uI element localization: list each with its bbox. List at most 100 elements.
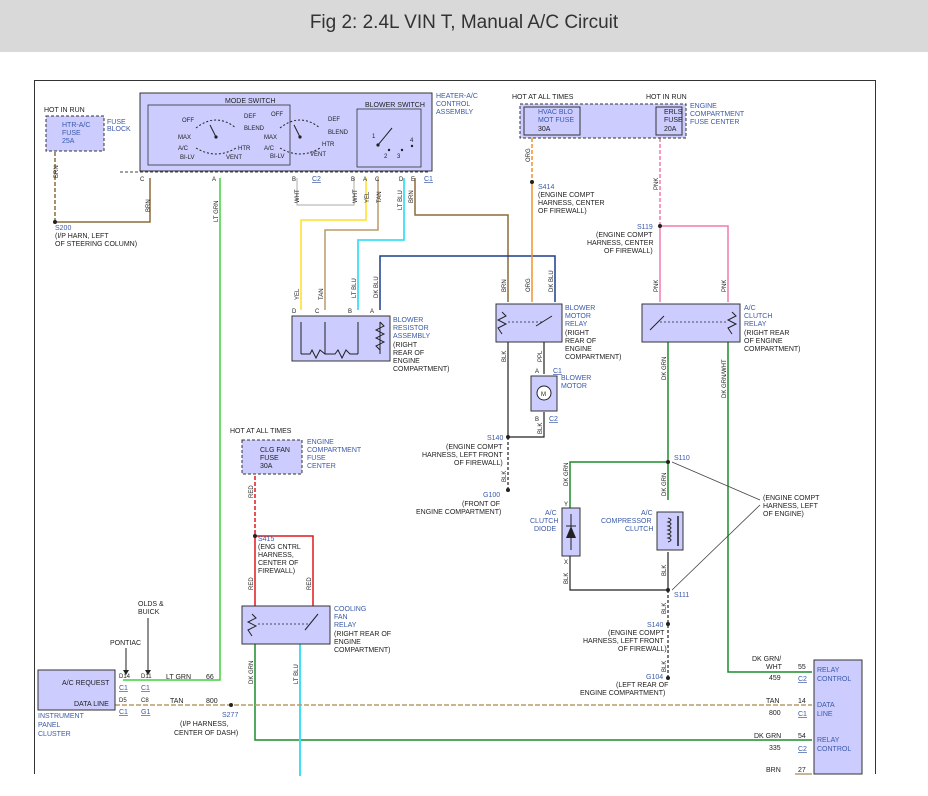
pcm-relay2-2: CONTROL [817,746,851,753]
wl-blk-1: BLK [502,351,508,362]
pcm-connector: RELAY CONTROL DATA LINE RELAY CONTROL DK… [752,656,863,775]
wire-labels: BRN BRN LT GRN WHT WHT YEL TAN LT BLU BR… [54,148,728,684]
wl-blk-3: BLK [502,471,508,482]
ipc-pin-d14: D14 [119,674,131,680]
br-pin-d: D [292,309,297,315]
br-label-1: BLOWER [393,317,423,324]
wl-red-2: RED [249,577,255,590]
mode-left-ac: A/C [178,146,189,152]
ac-clutch-relay: A/C CLUTCH RELAY (RIGHT REAR OF ENGINE C… [641,303,801,353]
wl-pnk-1: PNK [654,178,660,190]
s119-label: S119 [637,224,653,231]
s200-desc-1: (I/P HARN, LEFT [55,233,109,240]
wl-dkgrnwht: DK GRN/WHT [722,359,728,398]
wl-ltblu-1: LT BLU [398,190,404,210]
hot-in-run-label: HOT IN RUN [44,107,85,114]
clg-center-1: ENGINE [307,439,334,446]
wl-brn-3: BRN [409,190,415,203]
motor-label-2: MOTOR [561,383,587,390]
br-pin-c: C [315,309,320,315]
heater-pin-e: E [411,177,415,183]
br-label-3: ASSEMBLY [393,333,431,340]
pcm-r3-circuit: 335 [769,745,781,752]
fuse-block-label-2: BLOCK [107,126,131,133]
hot-run-label-2: HOT IN RUN [646,94,687,101]
eng-fuse-center-2: COMPARTMENT [690,111,745,118]
heater-pin-a: A [212,177,216,183]
heater-pin-b: B [292,177,296,183]
blower-pin-4: 4 [410,138,414,144]
pcm-r4-wire: BRN [766,767,781,774]
wl-ltgrn: LT GRN [214,201,220,222]
heater-pin-a2: A [363,177,367,183]
ipc-data-line: DATA LINE [74,701,109,708]
cfr-label-2: FAN [334,614,348,621]
motor-pin-a: A [535,369,539,375]
wl-dkblu-2: DK BLU [549,270,555,292]
page-header: Fig 2: 2.4L VIN T, Manual A/C Circuit [0,0,928,52]
ipc-name-2: PANEL [38,722,61,729]
comp-label-2: COMPRESSOR [601,518,652,525]
erls-fuse-2: FUSE [664,117,683,124]
br-label-5: REAR OF [393,350,424,357]
heater-ac-control-assembly: MODE SWITCH BLOWER SWITCH HEATER-A/C CON… [139,92,478,183]
pcm-data-1: DATA [817,702,835,709]
s277-desc-1: (I/P HARNESS, [180,721,229,728]
ipc-name-3: CLUSTER [38,731,71,738]
mode-left-off: OFF [182,118,194,124]
pcm-r3-pin: 54 [798,733,806,740]
mode-right-def: DEF [328,117,340,123]
mode-right-blend: BLEND [328,130,349,136]
comp-label-3: CLUTCH [625,526,653,533]
hvac-fuse-3: 30A [538,126,551,133]
bmr-label-1: BLOWER [565,305,595,312]
fuse-block-label-1: FUSE [107,119,126,126]
s140a-label: S140 [487,435,503,442]
pcm-r2-pin: 14 [798,698,806,705]
br-label-2: RESISTOR [393,325,429,332]
motor-conn-c2: C2 [549,416,558,423]
wl-blk-4: BLK [564,573,570,584]
cfr-label-6: COMPARTMENT) [334,647,391,654]
mode-right-vent: VENT [310,152,326,158]
pontiac-label: PONTIAC [110,640,141,647]
hvac-fuse-2: MOT FUSE [538,117,574,124]
mode-left-vent: VENT [226,155,242,161]
heater-pin-d: D [399,177,404,183]
bmr-label-2: MOTOR [565,313,591,320]
wl-dkblu-1: DK BLU [374,276,380,298]
wl-ppl: PPL [538,350,544,362]
heater-assembly-label-2: CONTROL [436,101,470,108]
heater-conn-c1: C1 [424,176,433,183]
wire-ltgrn [123,178,221,681]
pcm-data-2: LINE [817,711,833,718]
wl-org-2: ORG [526,278,532,292]
s277-label: S277 [222,712,238,719]
blower-resistor-assembly: D C B A BLOWER RESISTOR ASSEMBLY (RIGHT … [291,309,450,373]
wire-dkblu [379,255,556,310]
wl-pnk-2: PNK [654,280,660,292]
wl-wht-2: WHT [353,189,359,203]
pcm-relay-1: RELAY [817,667,840,674]
mode-left-blend: BLEND [244,126,265,132]
wire-blk-s111 [569,552,669,591]
ipc-circuit-66: 66 [206,674,214,681]
ipc-circuit-800: 800 [206,698,218,705]
wl-red-3: RED [307,577,313,590]
erls-fuse-3: 20A [664,126,677,133]
ipc-pin-d5: D5 [119,698,127,704]
wire-brn-s200 [55,178,151,223]
splices-lower-right: S110 S111 (ENGINE COMPT HARNESS, LEFT OF… [580,455,820,697]
clg-fuse-2: FUSE [260,455,279,462]
pcm-r1-wire-2: WHT [766,664,783,671]
mode-right-bilv: BI-LV [270,154,285,160]
wl-ltblu-2: LT BLU [352,278,358,298]
g104-desc-1: (LEFT REAR OF [616,682,668,689]
wire-dkgrnwht [727,342,812,673]
wire-yel [300,178,367,310]
wl-tan-1: TAN [377,191,383,203]
wl-dkgrn-2: DK GRN [564,463,570,486]
diode-label-1: A/C [545,510,557,517]
blower-switch-label: BLOWER SWITCH [365,102,425,109]
clg-fan-fuse: HOT AT ALL TIMES CLG FAN FUSE 30A ENGINE… [230,428,362,475]
